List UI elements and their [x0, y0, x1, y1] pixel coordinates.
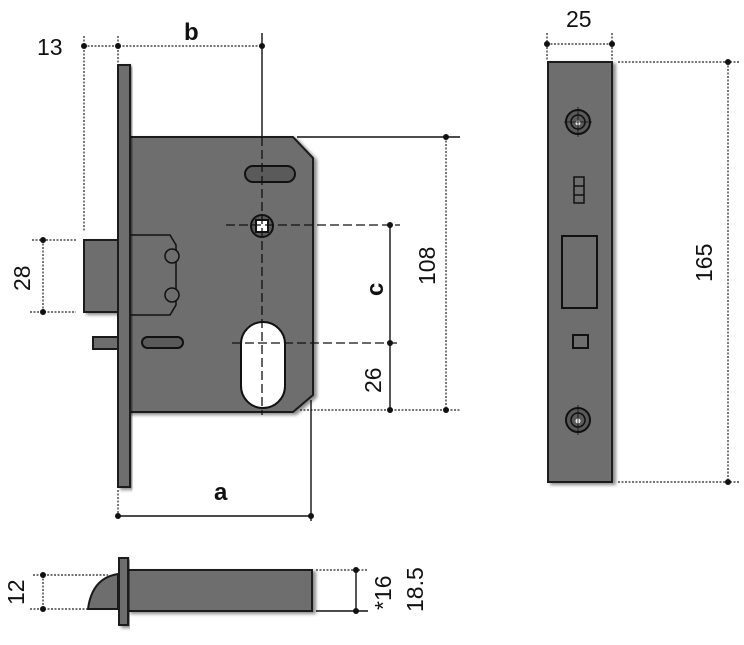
bottom-view: 12 *16 18.5: [3, 557, 428, 626]
dim-28-label: 28: [9, 265, 35, 291]
dim-13-label: 13: [37, 34, 63, 60]
dim-165-label: 165: [691, 244, 717, 282]
dim-25-label: 25: [566, 6, 592, 32]
pin-opening: [572, 334, 589, 349]
latch-profile: [86, 572, 119, 610]
body-profile: [127, 569, 313, 612]
dim-c-label: c: [362, 283, 389, 296]
dim-18-5-label: 18.5: [402, 567, 428, 612]
spindle-markers: [573, 176, 585, 204]
latch-roller: [164, 248, 180, 264]
dim-108-label: 108: [414, 247, 440, 285]
latch-opening: [561, 235, 598, 309]
latch-roller: [164, 287, 180, 303]
dim-26-label: 26: [360, 367, 386, 393]
faceplate-edge: [117, 64, 131, 488]
deadlock-pin: [92, 336, 120, 350]
lower-slot: [141, 336, 184, 349]
faceplate-view: 25 165: [544, 6, 740, 485]
dim-16-label: *16: [370, 575, 396, 610]
dim-b-label: b: [184, 19, 199, 46]
front-view: 13 b 28 108 c 26 a: [9, 19, 460, 521]
top-slot: [244, 165, 296, 183]
latch-bolt: [83, 239, 121, 313]
dim-12-label: 12: [3, 579, 29, 605]
screw-icon: [565, 405, 591, 435]
cylinder-hole: [240, 321, 286, 409]
faceplate-profile: [118, 557, 129, 626]
dim-a-label: a: [214, 479, 228, 506]
screw-icon: [564, 107, 592, 137]
latch-mechanism: [130, 234, 177, 316]
